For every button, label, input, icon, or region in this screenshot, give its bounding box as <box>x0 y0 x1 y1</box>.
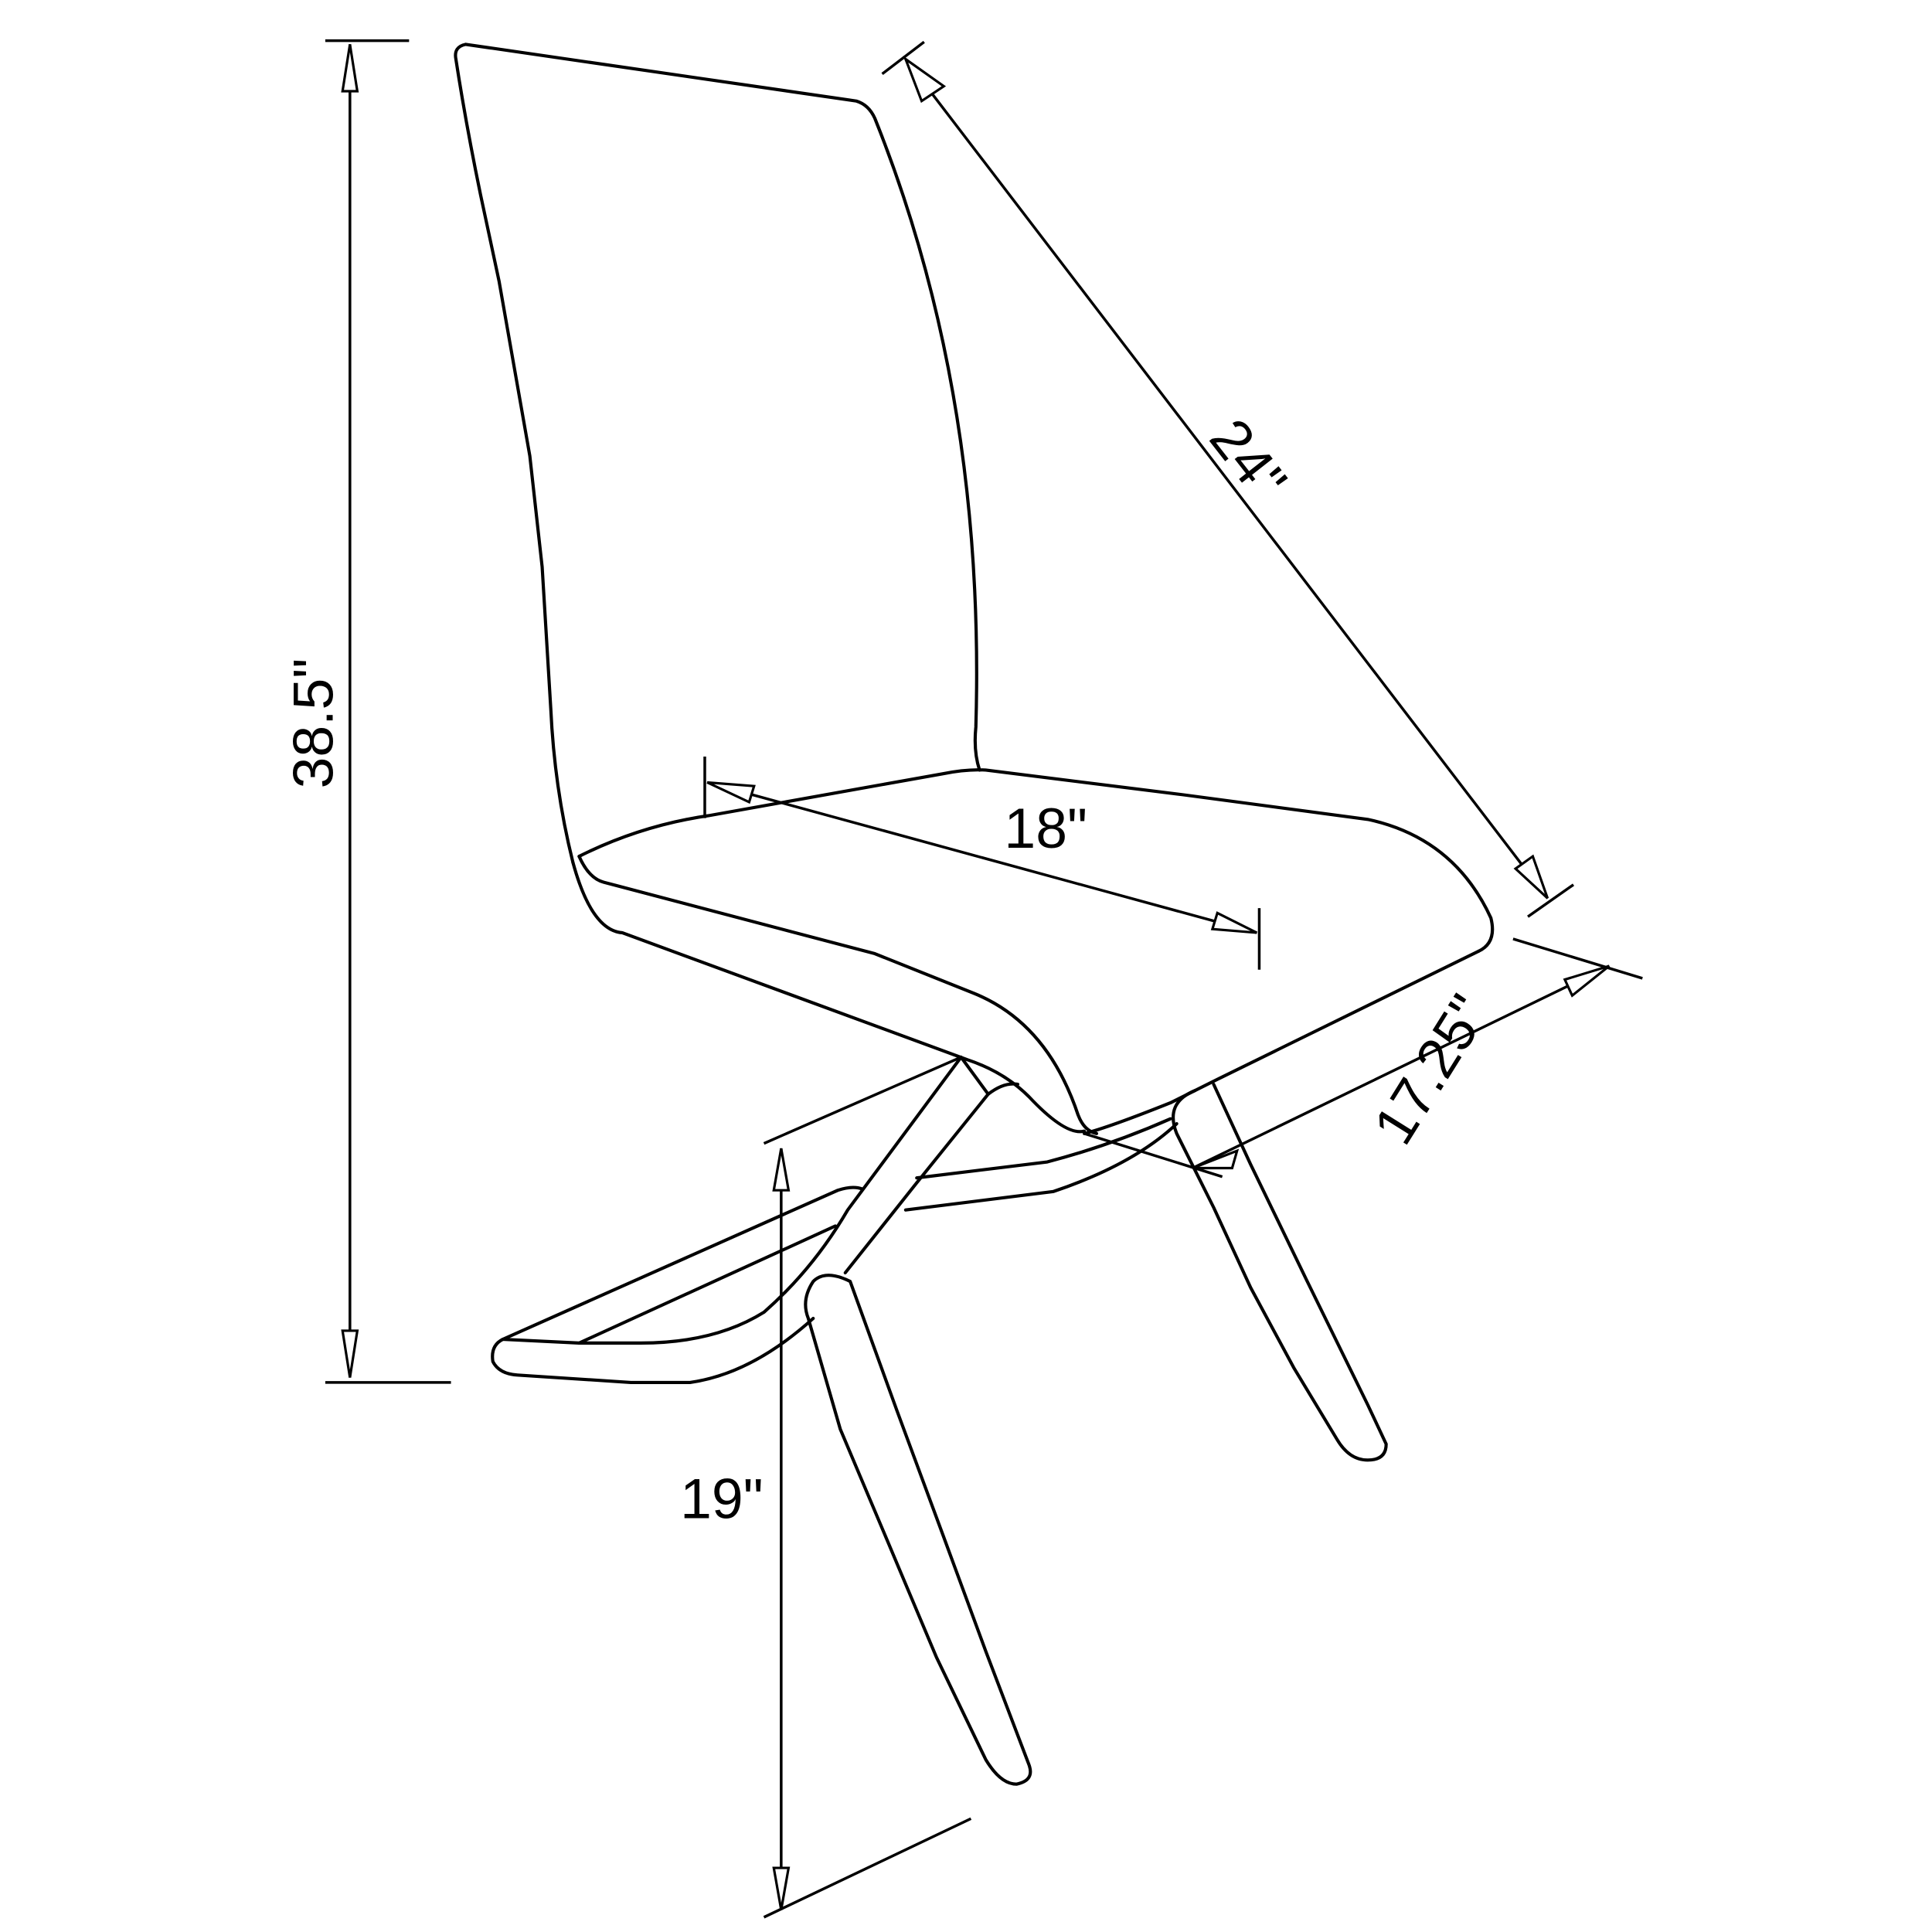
label-seat-height: 19" <box>680 1467 764 1530</box>
chair-base <box>491 1055 1388 1786</box>
label-seat-width: 18" <box>1004 797 1087 860</box>
label-seat-depth: 17.25" <box>1362 984 1502 1155</box>
dimension-overall-height: 38.5" <box>281 39 451 1384</box>
label-overall-height: 38.5" <box>281 658 345 789</box>
dimension-seat-width: 18" <box>703 756 1261 970</box>
dimension-seat-height: 19" <box>680 1056 972 1919</box>
dimension-depth: 24" <box>881 40 1575 918</box>
label-depth: 24" <box>1198 407 1299 512</box>
chair-seat <box>571 768 1495 1135</box>
chair-back <box>454 43 981 865</box>
dimension-seat-depth: 17.25" <box>1083 937 1643 1179</box>
